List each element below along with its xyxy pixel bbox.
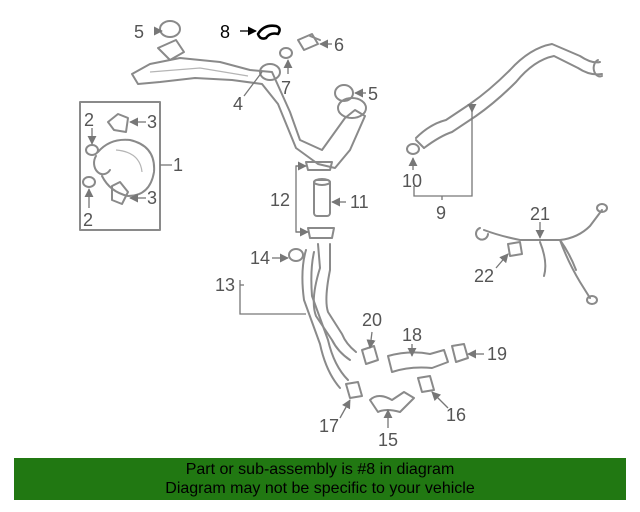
part-5-oring-top[interactable]: [159, 20, 181, 38]
callout-20: 20: [362, 310, 382, 330]
part-14-oring[interactable]: [288, 248, 304, 262]
part-15-hose[interactable]: [369, 391, 415, 413]
part-8-clip[interactable]: [256, 24, 281, 40]
callout-5-right: 5: [368, 84, 378, 104]
banner-line-2: Diagram may not be specific to your vehi…: [165, 480, 475, 497]
part-18-hose[interactable]: [387, 349, 449, 373]
part-13-pipe[interactable]: [301, 243, 357, 389]
part-4-coolant-pipe[interactable]: [131, 39, 367, 169]
callout-5-top: 5: [134, 22, 144, 42]
callout-21: 21: [530, 204, 550, 224]
part-6-fitting[interactable]: [297, 33, 321, 51]
part-5-oring-right[interactable]: [334, 84, 354, 102]
part-12-clamp-upper[interactable]: [305, 161, 333, 171]
part-7-oring[interactable]: [279, 47, 293, 59]
callout-2-upper: 2: [84, 110, 94, 130]
part-21-line[interactable]: [475, 203, 608, 305]
part-2-oring-lower[interactable]: [82, 176, 96, 188]
callout-6: 6: [334, 35, 344, 55]
callout-14: 14: [250, 248, 270, 268]
callout-10: 10: [402, 171, 422, 191]
part-20-clamp[interactable]: [361, 345, 379, 365]
callout-19: 19: [487, 344, 507, 364]
info-banner: Part or sub-assembly is #8 in diagram Di…: [14, 458, 626, 500]
callout-17: 17: [319, 416, 339, 436]
callout-9: 9: [436, 203, 446, 223]
callout-4: 4: [233, 94, 243, 114]
part-12-clamp-lower[interactable]: [307, 227, 335, 239]
parts-diagram: 5 8 6 7 5 4 2 3 1 3 2 10 9 12 11 21 14 2…: [79, 20, 608, 450]
callout-3-lower: 3: [147, 188, 157, 208]
callout-12: 12: [270, 190, 290, 210]
part-17-clamp[interactable]: [345, 381, 363, 399]
part-19-clamp[interactable]: [451, 343, 469, 363]
callout-15: 15: [378, 430, 398, 450]
part-9-hose[interactable]: [415, 43, 603, 149]
part-11-short-hose[interactable]: [313, 178, 331, 217]
part-22-clip[interactable]: [507, 241, 523, 257]
part-1-housing-box[interactable]: [79, 101, 161, 231]
callout-22: 22: [474, 266, 494, 286]
callout-labels: 5 8 6 7 5 4 2 3 1 3 2 10 9 12 11 21 14 2…: [83, 22, 550, 450]
callout-8: 8: [220, 22, 230, 42]
callout-7: 7: [281, 78, 291, 98]
callout-3-upper: 3: [147, 112, 157, 132]
callout-11: 11: [350, 192, 369, 212]
callout-1: 1: [173, 155, 183, 175]
part-16-clamp[interactable]: [417, 375, 435, 393]
callout-16: 16: [446, 405, 466, 425]
leader-lines: [84, 26, 545, 428]
callout-2-lower: 2: [83, 210, 93, 230]
callout-13: 13: [215, 275, 235, 295]
banner-line-1: Part or sub-assembly is #8 in diagram: [185, 461, 455, 478]
callout-18: 18: [402, 325, 422, 345]
part-10-oring[interactable]: [406, 143, 420, 155]
part-2-oring-upper[interactable]: [85, 144, 99, 156]
